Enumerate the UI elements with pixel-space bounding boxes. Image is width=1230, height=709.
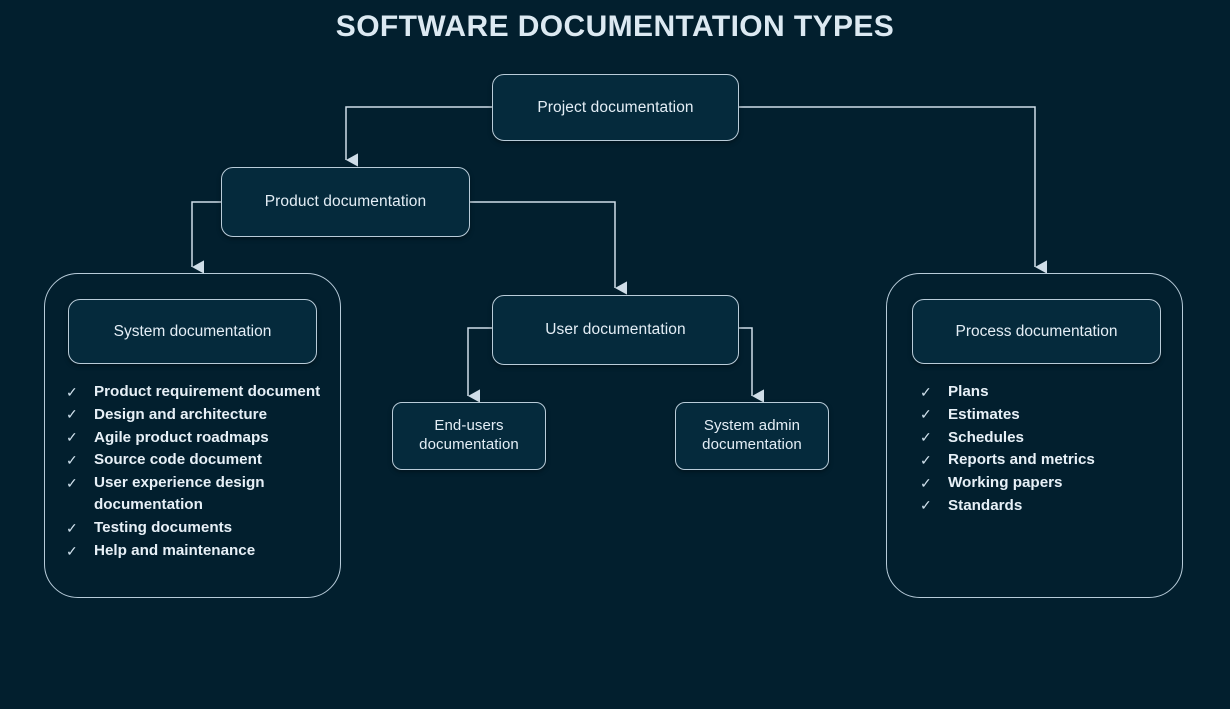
check-icon: ✓ [920,451,932,468]
check-icon: ✓ [66,429,78,446]
check-icon: ✓ [920,474,932,491]
node-user-documentation-label: User documentation [545,321,686,339]
check-icon: ✓ [66,451,78,468]
list-item: ✓ Agile product roadmaps [62,427,324,449]
wire-user-to-sysadmin [739,327,765,403]
node-system-admin-documentation-label: System admin documentation [702,417,802,453]
list-item: ✓ Standards [916,495,1166,517]
list-item-label: Standards [948,496,1023,514]
list-item: ✓ Reports and metrics [916,449,1166,471]
list-item-label: Agile product roadmaps [94,428,269,446]
node-system-documentation-label: System documentation [113,322,272,340]
list-item: ✓ Working papers [916,472,1166,494]
node-process-documentation[interactable]: Process documentation [912,299,1161,364]
list-item-label: Design and architecture [94,405,268,423]
wire-product-to-system [191,201,221,274]
list-item: ✓ Schedules [916,427,1166,449]
node-project-documentation-label: Project documentation [537,98,694,116]
node-process-documentation-label: Process documentation [955,322,1118,340]
list-item-label: User experience design documentation [94,474,265,514]
check-icon: ✓ [66,383,78,400]
node-product-documentation-label: Product documentation [264,193,427,211]
list-item: ✓ Source code document [62,449,324,471]
node-user-documentation[interactable]: User documentation [492,295,739,365]
list-item: ✓ Plans [916,381,1166,403]
card-process-documentation [886,273,1183,598]
list-item-label: Help and maintenance [94,542,256,560]
system-documentation-list: ✓ Product requirement document ✓ Design … [62,381,324,563]
list-item-label: Source code document [94,451,262,469]
list-item-label: Product requirement document [94,383,321,400]
page-title: SOFTWARE DOCUMENTATION TYPES [335,10,895,43]
wire-user-to-endusers [467,327,492,403]
list-item-label: Schedules [948,428,1024,446]
list-item-label: Testing documents [94,519,233,537]
list-item: ✓ Testing documents [62,517,324,539]
check-icon: ✓ [920,429,932,446]
check-icon: ✓ [920,406,932,423]
process-documentation-list: ✓ Plans ✓ Estimates ✓ Schedules ✓ Report… [916,381,1166,518]
check-icon: ✓ [920,383,932,400]
check-icon: ✓ [66,406,78,423]
node-project-documentation[interactable]: Project documentation [492,74,739,141]
list-item: ✓ Estimates [916,404,1166,426]
node-end-users-documentation[interactable]: End-users documentation [392,402,546,470]
node-system-admin-documentation[interactable]: System admin documentation [675,402,829,470]
check-icon: ✓ [66,542,78,559]
wire-product-to-user [470,201,628,295]
wire-project-to-product [345,106,492,167]
list-item: ✓ User experience design documentation [62,472,324,517]
list-item-label: Estimates [948,405,1020,423]
node-product-documentation[interactable]: Product documentation [221,167,470,237]
check-icon: ✓ [66,519,78,536]
list-item-label: Reports and metrics [948,451,1095,469]
list-item: ✓ Product requirement document [62,381,324,403]
list-item: ✓ Design and architecture [62,404,324,426]
node-system-documentation[interactable]: System documentation [68,299,317,364]
card-system-documentation [44,273,341,598]
list-item: ✓ Help and maintenance [62,540,324,562]
list-item-label: Plans [948,383,989,400]
check-icon: ✓ [66,474,78,491]
node-end-users-documentation-label: End-users documentation [419,417,519,453]
check-icon: ✓ [920,497,932,514]
list-item-label: Working papers [948,474,1063,492]
wire-project-to-process [739,106,1048,274]
